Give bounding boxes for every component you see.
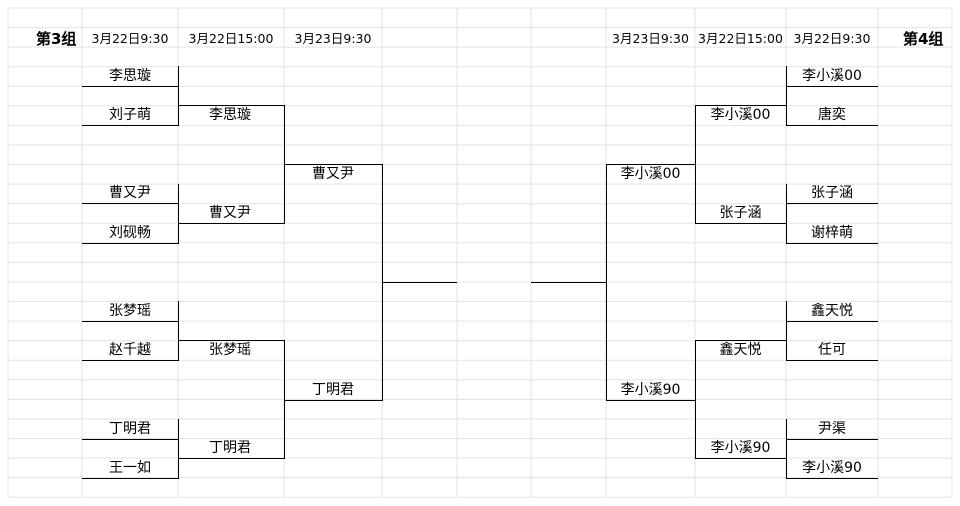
left-r1-line-6 <box>82 360 178 361</box>
right-r2-line-3 <box>695 340 786 341</box>
right-r1-line-7 <box>786 439 878 440</box>
left-r1-line-2 <box>82 125 178 126</box>
right-r1-line-4 <box>786 243 878 244</box>
right-r1-connector-1 <box>786 66 787 126</box>
right-r1-player-8: 李小溪90 <box>802 460 862 476</box>
right-round3-date-header: 3月23日9:30 <box>612 31 689 46</box>
right-r2-player-2: 张子涵 <box>719 205 762 221</box>
right-r1-line-6 <box>786 360 878 361</box>
left-round3-date-header: 3月23日9:30 <box>294 31 372 46</box>
right-r1-connector-4 <box>786 419 787 479</box>
right-r2-player-3: 鑫天悦 <box>719 342 762 358</box>
right-r1-connector-3 <box>786 301 787 361</box>
left-r1-line-8 <box>82 478 178 479</box>
right-r3-player-2: 李小溪90 <box>620 382 681 398</box>
left-r1-player-8: 王一如 <box>109 460 151 476</box>
left-final-line <box>382 282 457 283</box>
group-3-label: 第3组 <box>36 30 77 48</box>
left-r2-line-1 <box>178 105 284 106</box>
left-r1-player-7: 丁明君 <box>109 421 151 437</box>
right-r1-line-3 <box>786 203 878 204</box>
left-r2-line-4 <box>178 458 284 459</box>
left-r1-connector-3 <box>178 301 179 361</box>
right-r1-player-4: 谢梓萌 <box>811 225 853 241</box>
right-r1-player-5: 鑫天悦 <box>811 303 853 319</box>
left-r1-line-7 <box>82 439 178 440</box>
right-r1-player-7: 尹渠 <box>818 421 846 437</box>
right-r3-connector <box>606 164 607 401</box>
left-r3-player-2: 丁明君 <box>312 382 354 398</box>
left-r2-line-3 <box>178 340 284 341</box>
left-r1-player-4: 刘砚畅 <box>109 225 151 241</box>
right-r2-connector-1 <box>695 105 696 224</box>
left-r2-player-1: 李思璇 <box>209 107 251 123</box>
left-r2-player-2: 曹又尹 <box>209 205 251 221</box>
right-r1-connector-2 <box>786 184 787 244</box>
left-r1-player-2: 刘子萌 <box>109 107 151 123</box>
left-r1-player-3: 曹又尹 <box>109 185 151 201</box>
right-r1-player-2: 唐奕 <box>818 107 846 123</box>
left-r3-line-2 <box>284 400 382 401</box>
right-round1-date-header: 3月22日9:30 <box>793 31 871 46</box>
left-r1-line-1 <box>82 86 178 87</box>
left-r1-line-5 <box>82 321 178 322</box>
group-4-label: 第4组 <box>903 30 944 48</box>
left-r1-player-5: 张梦瑶 <box>109 303 151 319</box>
right-r1-player-3: 张子涵 <box>811 185 853 201</box>
right-r1-line-8 <box>786 478 878 479</box>
right-r2-line-4 <box>695 458 786 459</box>
right-r3-line-2 <box>606 400 695 401</box>
left-r3-player-1: 曹又尹 <box>312 166 354 182</box>
right-r1-line-1 <box>786 86 878 87</box>
left-r3-line-1 <box>284 164 382 165</box>
left-r1-connector-4 <box>178 419 179 479</box>
right-r2-line-1 <box>695 105 786 106</box>
left-r1-player-6: 赵千越 <box>109 342 151 358</box>
left-r1-connector-2 <box>178 184 179 244</box>
left-r1-line-3 <box>82 203 178 204</box>
left-r1-connector-1 <box>178 66 179 126</box>
right-r3-player-1: 李小溪00 <box>620 166 681 182</box>
right-r2-player-4: 李小溪90 <box>710 440 771 456</box>
right-r2-player-1: 李小溪00 <box>710 107 771 123</box>
left-r2-connector-2 <box>284 340 285 459</box>
left-round1-date-header: 3月22日9:30 <box>91 31 169 46</box>
right-r1-player-6: 任可 <box>818 342 846 358</box>
right-r3-line-1 <box>606 164 695 165</box>
right-r2-connector-2 <box>695 340 696 459</box>
left-r2-player-4: 丁明君 <box>209 440 251 456</box>
left-r1-player-1: 李思璇 <box>109 68 151 84</box>
left-round2-date-header: 3月22日15:00 <box>188 31 274 46</box>
right-r1-line-5 <box>786 321 878 322</box>
left-r2-player-3: 张梦瑶 <box>209 342 251 358</box>
right-round2-date-header: 3月22日15:00 <box>698 31 783 46</box>
left-r2-line-2 <box>178 223 284 224</box>
right-final-line <box>531 282 606 283</box>
right-r2-line-2 <box>695 223 786 224</box>
left-r1-line-4 <box>82 243 178 244</box>
right-r1-player-1: 李小溪00 <box>802 68 862 84</box>
right-r1-line-2 <box>786 125 878 126</box>
